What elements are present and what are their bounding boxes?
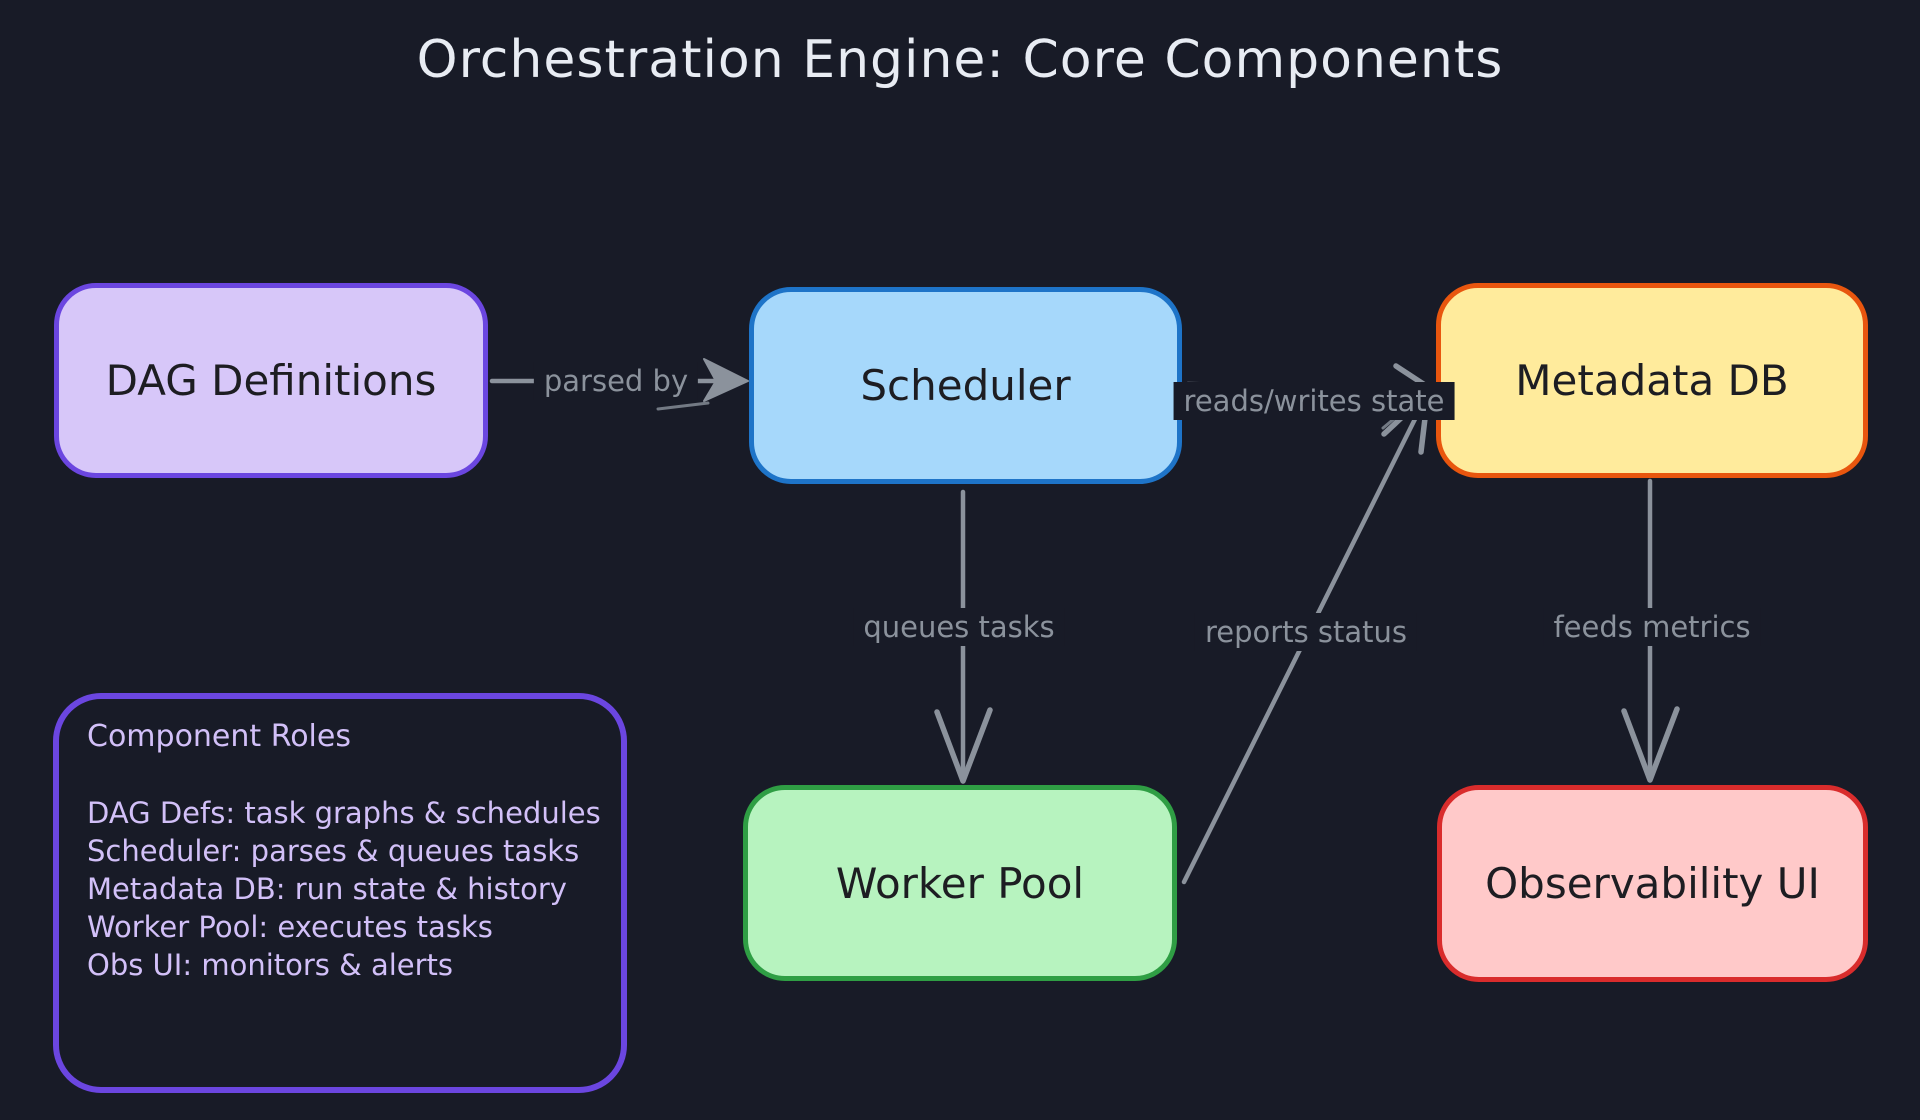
node-scheduler: Scheduler	[749, 287, 1182, 484]
node-metadata-db: Metadata DB	[1436, 283, 1868, 478]
legend-note-title: Component Roles	[87, 719, 351, 754]
legend-note: Component Roles DAG Defs: task graphs & …	[53, 693, 627, 1093]
edge-feeds-metrics-arrowhead	[1621, 706, 1680, 783]
edge-label-queues-tasks: queues tasks	[853, 608, 1065, 646]
legend-line-obs-ui: Obs UI: monitors & alerts	[87, 948, 454, 982]
edge-label-parsed-by: parsed by	[533, 362, 699, 400]
node-metadata-db-label: Metadata DB	[1515, 356, 1789, 405]
legend-line-scheduler: Scheduler: parses & queues tasks	[87, 834, 580, 868]
edge-label-reads-writes-state: reads/writes state	[1173, 382, 1455, 420]
node-scheduler-label: Scheduler	[860, 361, 1071, 410]
edge-queues-tasks-arrowhead	[934, 707, 993, 784]
legend-line-dag-defs: DAG Defs: task graphs & schedules	[87, 796, 601, 830]
node-observability-ui-label: Observability UI	[1485, 859, 1820, 908]
node-dag-definitions: DAG Definitions	[54, 283, 488, 478]
node-worker-pool: Worker Pool	[743, 785, 1177, 981]
node-worker-pool-label: Worker Pool	[835, 858, 1085, 908]
node-dag-definitions-label: DAG Definitions	[105, 356, 437, 405]
edge-parsed-by-arrowhead	[703, 358, 749, 402]
legend-line-worker-pool: Worker Pool: executes tasks	[87, 910, 493, 944]
edge-label-reports-status: reports status	[1194, 613, 1418, 651]
node-observability-ui: Observability UI	[1437, 785, 1868, 982]
diagram-title: Orchestration Engine: Core Components	[416, 30, 1504, 90]
edge-parsed-by-sketch	[656, 401, 710, 411]
legend-line-metadata-db: Metadata DB: run state & history	[87, 872, 567, 906]
edge-label-feeds-metrics: feeds metrics	[1543, 608, 1761, 646]
